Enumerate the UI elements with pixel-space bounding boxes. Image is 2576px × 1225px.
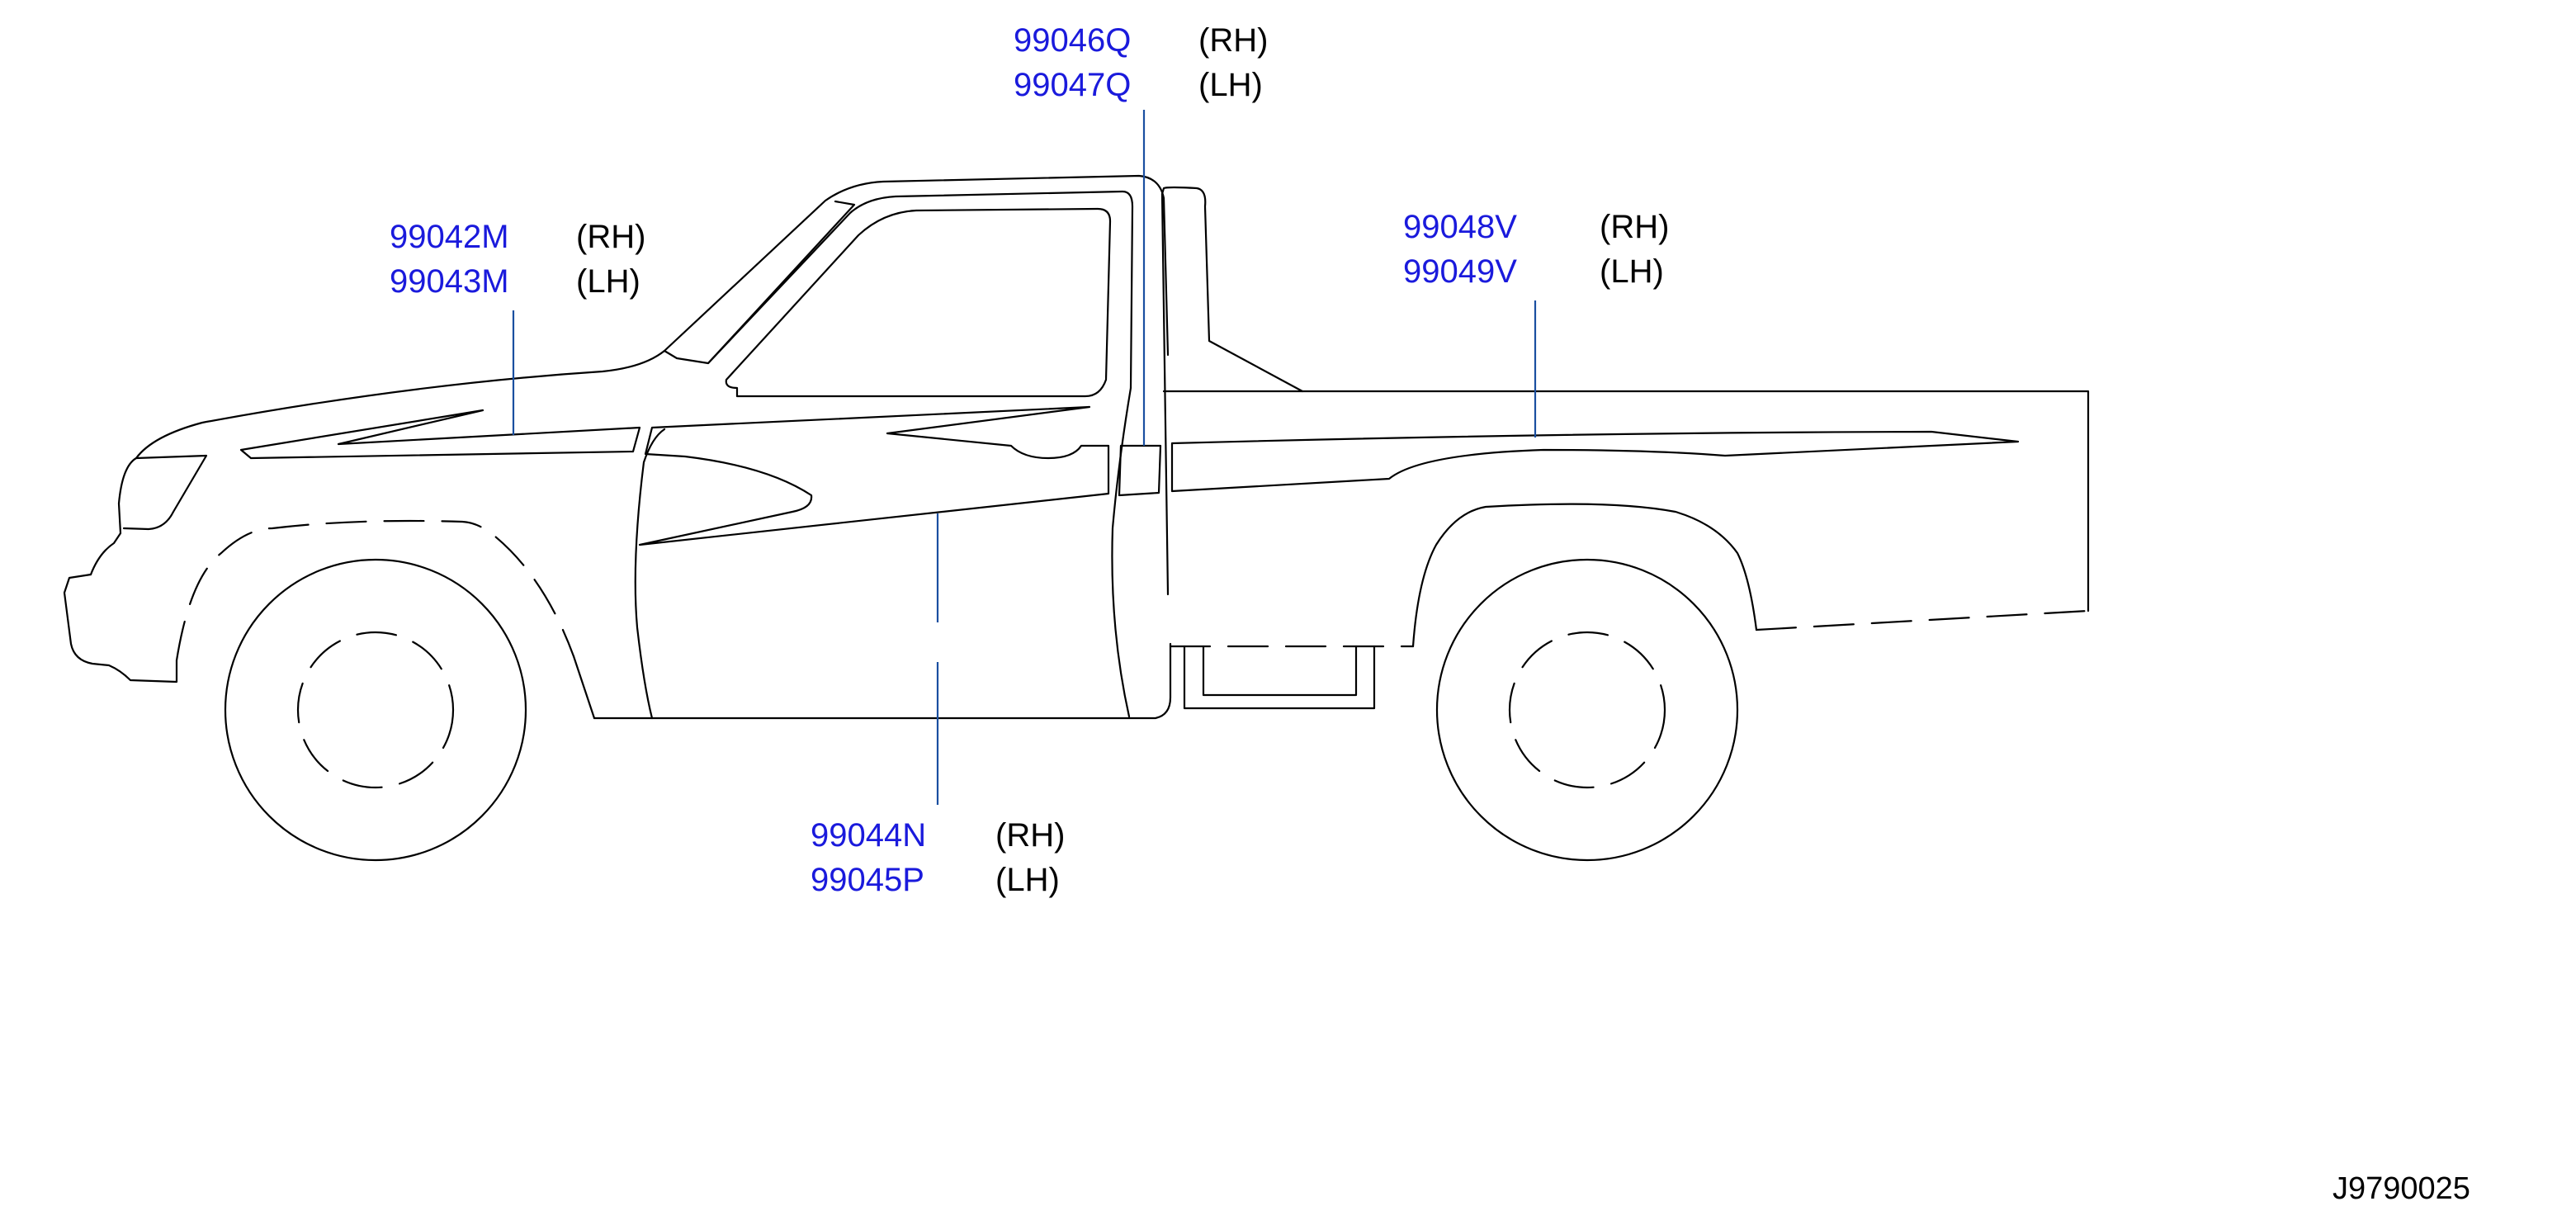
- part-number-door-rh: 99044N: [811, 817, 926, 854]
- side-label-door-lh: (LH): [995, 862, 1060, 898]
- part-number-hood-lh: 99043M: [390, 263, 509, 300]
- part-number-pillar-lh: 99047Q: [1014, 67, 1131, 103]
- callout-bed: 99048V (RH) 99049V (LH): [1403, 209, 1669, 290]
- truck-outline: [63, 174, 2090, 862]
- part-number-door-lh: 99045P: [811, 862, 924, 898]
- reference-code: J9790025: [2333, 1171, 2470, 1206]
- leader-lines: [512, 110, 1537, 805]
- part-number-hood-rh: 99042M: [390, 219, 509, 255]
- side-label-hood-lh: (LH): [576, 263, 640, 300]
- stripe-graphics: [239, 405, 2020, 546]
- side-label-door-rh: (RH): [995, 817, 1065, 854]
- side-label-hood-rh: (RH): [576, 219, 645, 255]
- part-number-pillar-rh: 99046Q: [1014, 22, 1131, 59]
- part-number-bed-lh: 99049V: [1403, 253, 1517, 290]
- side-label-pillar-lh: (LH): [1198, 67, 1263, 103]
- side-label-pillar-rh: (RH): [1198, 22, 1268, 59]
- callout-hood: 99042M (RH) 99043M (LH): [390, 219, 645, 300]
- callout-pillar: 99046Q (RH) 99047Q (LH): [1014, 22, 1268, 103]
- side-label-bed-lh: (LH): [1600, 253, 1664, 290]
- part-number-bed-rh: 99048V: [1403, 209, 1517, 245]
- side-label-bed-rh: (RH): [1600, 209, 1669, 245]
- callout-door: 99044N (RH) 99045P (LH): [811, 817, 1065, 898]
